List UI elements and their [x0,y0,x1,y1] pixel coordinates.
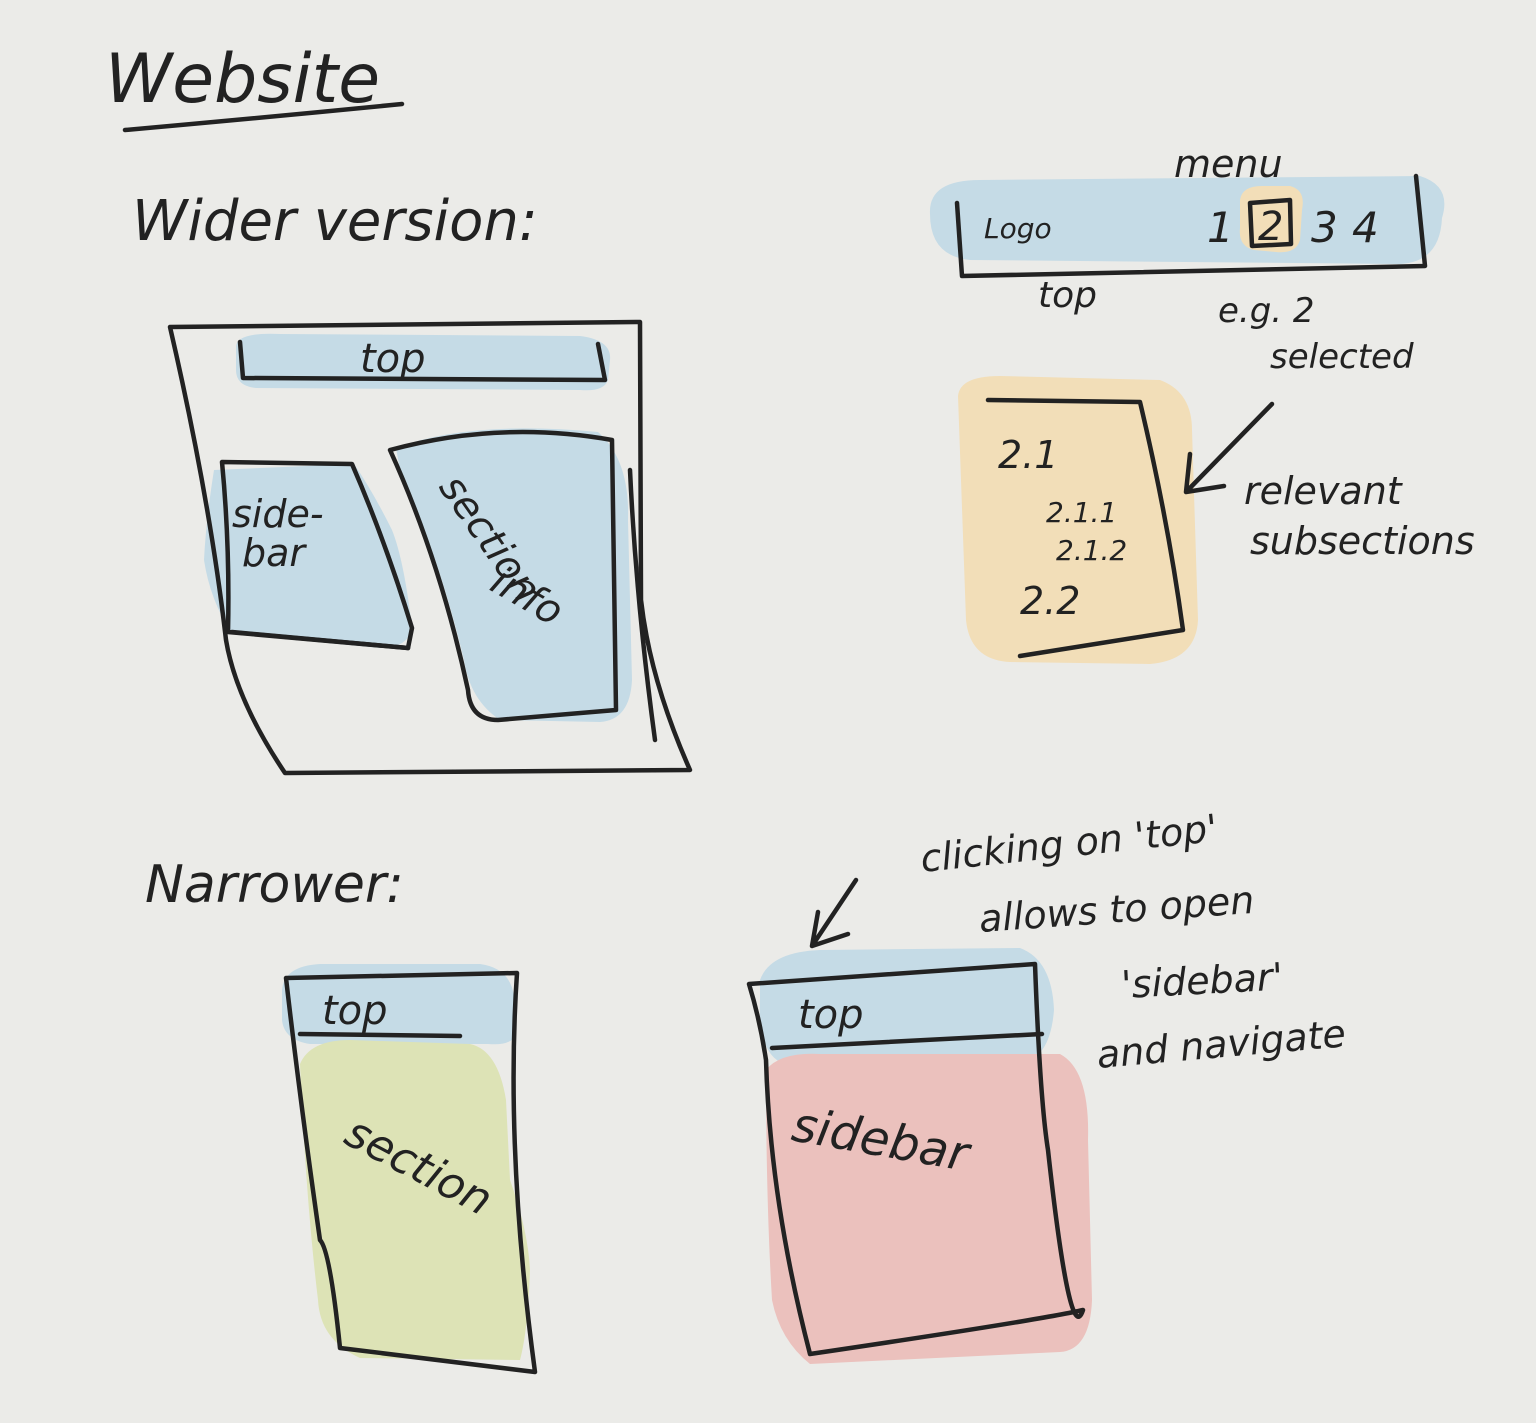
narrow-left-top-label: top [322,988,388,1034]
narrow-note-2: allows to open [978,878,1256,941]
subsection-2-1[interactable]: 2.1 [998,433,1058,477]
wider-sidebar-label-1: side- [232,492,324,536]
subsections-frame [985,397,1186,659]
subsections-arrow-icon [1183,401,1275,495]
narrow-left-top-divider [297,1031,463,1039]
subsection-2-1-1[interactable]: 2.1.1 [1046,496,1117,529]
narrow-left-section-fill [300,1040,530,1360]
menu-item-1[interactable]: 1 [1207,203,1234,252]
narrow-right-top-label: top [798,992,864,1038]
menu-bar-frame [954,173,1428,279]
wider-section-box [387,429,619,723]
menu-item-2[interactable]: 2 [1258,204,1283,250]
menu-item-3[interactable]: 3 [1311,203,1338,252]
narrow-left-frame [283,970,538,1375]
menu-selected-note-2: selected [1270,337,1414,377]
narrow-note-1: clicking on 'top' [918,806,1219,881]
subsections-sketch: 2.1 2.1.1 2.1.2 2.2 relevant subsections [958,376,1475,664]
wider-heading: Wider version: [132,189,538,254]
narrow-left-top-fill [282,964,516,1045]
narrow-note-3: 'sidebar' [1120,955,1284,1007]
narrow-left-sketch: top section [282,964,538,1375]
menu-bar-fill [929,176,1445,264]
wider-top-label: top [360,336,426,382]
wider-sidebar-box [219,459,415,651]
narrow-right-sketch: top sidebar [746,877,1092,1364]
wider-sidebar-label-2: bar [242,531,307,575]
subsections-fill [958,376,1198,664]
narrow-arrow-icon [809,877,859,949]
title-underline [122,101,405,133]
page-title: Website [105,40,380,119]
wider-top-fill [236,333,611,391]
menu-selected-note-1: e.g. 2 [1218,291,1315,331]
wider-section-inner-edge [627,467,658,743]
wider-section-fill [396,428,632,722]
wider-sidebar-fill [204,464,412,648]
narrow-right-frame [746,961,1086,1357]
narrow-right-sidebar-fill [766,1053,1092,1364]
menu-sketch: menu Logo 1 2 3 4 top e.g. 2 selected [929,142,1445,377]
menu-item-4[interactable]: 4 [1352,203,1379,252]
menu-selected-box [1247,197,1294,249]
subsections-note-1: relevant [1244,469,1404,513]
narrow-right-top-divider [769,1031,1045,1051]
wider-divider-line [229,629,411,651]
subsections-note-2: subsections [1250,519,1475,563]
narrower-heading: Narrower: [145,855,404,915]
wider-outer-frame [167,319,693,776]
menu-logo: Logo [984,212,1052,245]
wider-wireframe: top side- bar section info [167,319,693,776]
subsection-2-2[interactable]: 2.2 [1020,579,1080,623]
menu-top-label: top [1038,275,1097,316]
subsection-2-1-2[interactable]: 2.1.2 [1056,534,1127,567]
wider-top-bar [237,339,608,383]
narrow-note-4: and navigate [1095,1011,1348,1077]
